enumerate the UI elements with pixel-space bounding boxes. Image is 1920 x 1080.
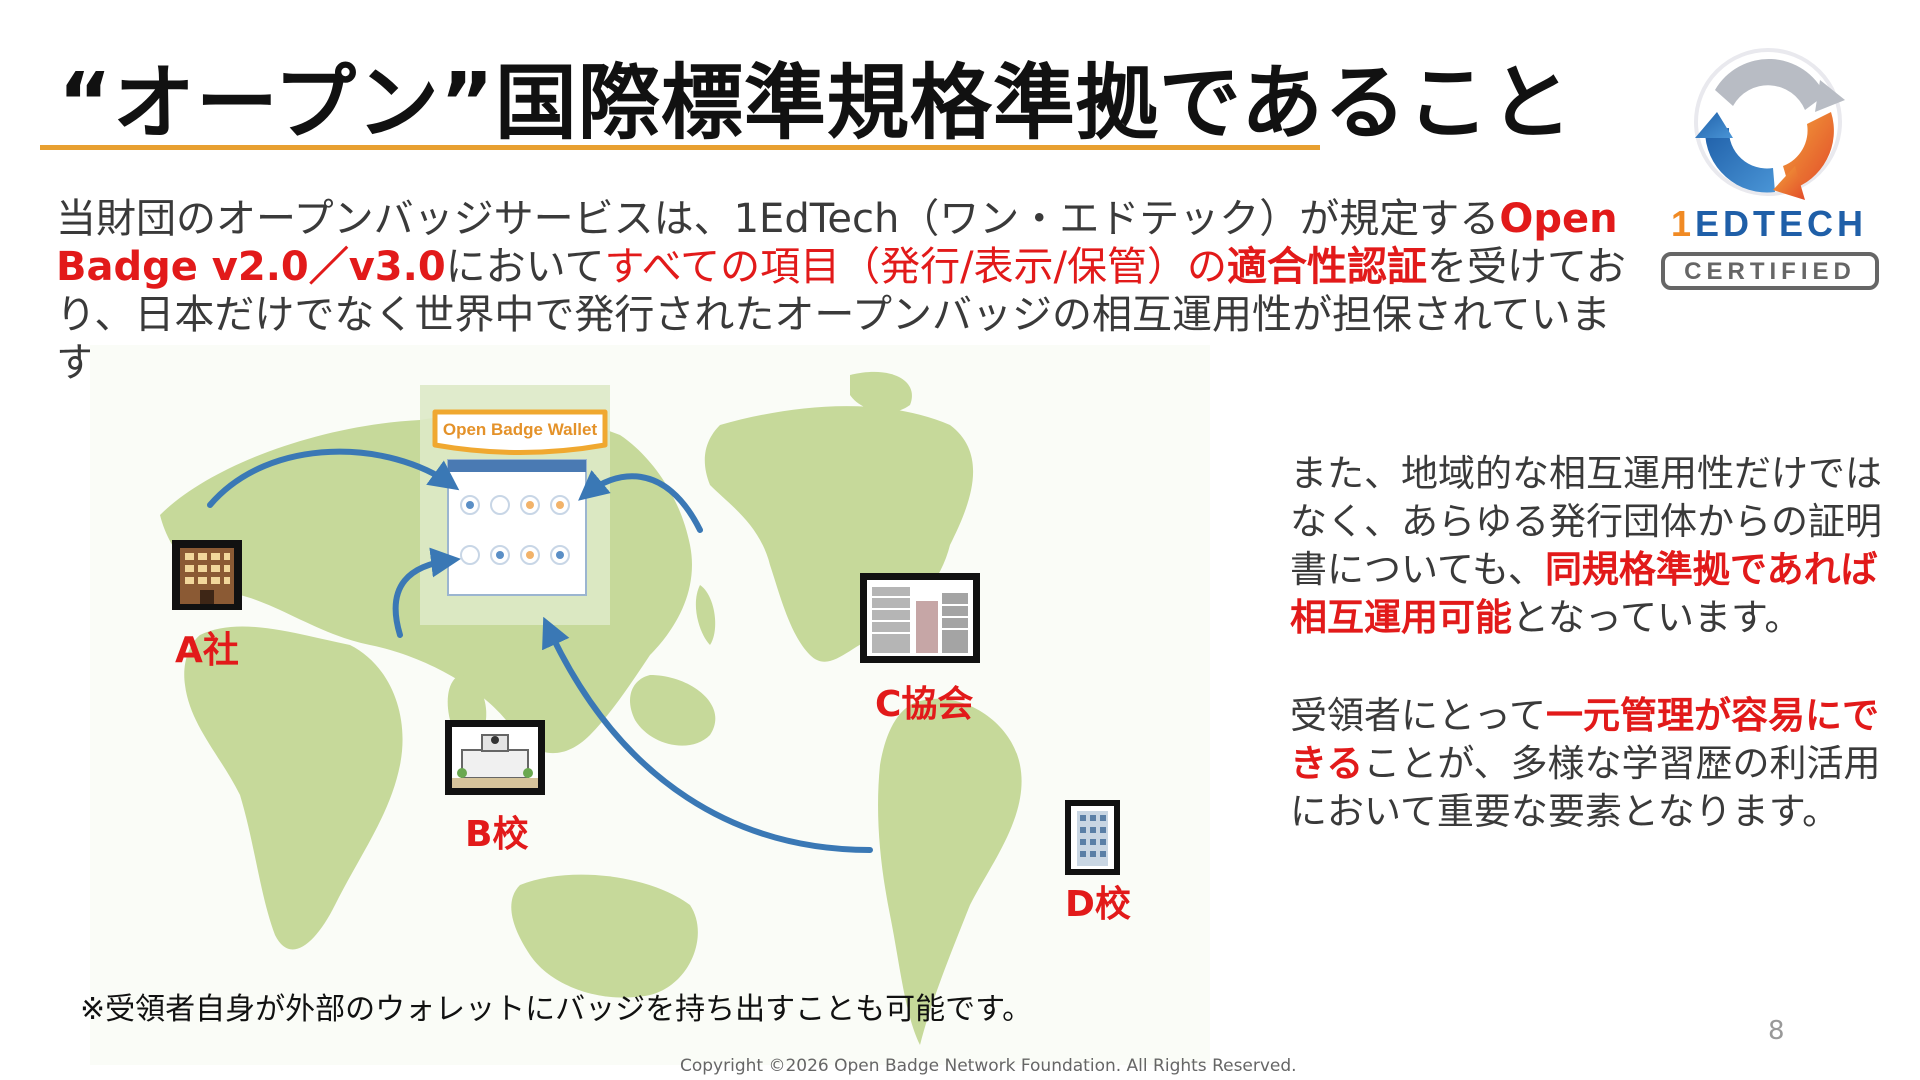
copyright-footer: Copyright ©2026 Open Badge Network Found… [680,1056,1297,1076]
page-number: 8 [1768,1016,1785,1046]
intro-paragraph: 当財団のオープンバッジサービスは、1EdTech（ワン・エドテック）が規定するO… [56,195,1646,387]
arrow-b-to-wallet [392,547,461,638]
slide-title: “オープン”国際標準規格準拠であること [58,56,1574,151]
tower-building-icon [1065,800,1120,875]
school-icon [445,720,545,795]
side-emphasis-2: 一元管理が容易にできる [1290,694,1880,785]
logo-name-2: EDTECH [1695,203,1867,244]
side-paragraph-2: 受領者にとって一元管理が容易にできることが、多様な学習歴の利活用において重要な要… [1290,692,1910,836]
map-footnote: ※受領者自身が外部のウォレットにバッジを持ち出すことも可能です。 [80,992,1033,1027]
city-buildings-icon [860,573,980,663]
node-label-c: C協会 [875,684,974,725]
world-map-panel: Open Badge Wallet [90,345,1210,1065]
svg-text:1EDTECH: 1EDTECH [1671,203,1867,244]
intro-text-3: を受けており、日本だけでなく世界中で発行されたオープンバッジの相互運用性が担保さ… [56,244,1626,386]
wallet-label: Open Badge Wallet [443,420,598,439]
intro-emphasis-certification: 適合性認証 [1227,244,1428,290]
arrow-c-to-wallet [578,470,703,533]
title-underline [40,145,1320,150]
side-emphasis-1: 同規格準拠であれば相互運用可能 [1290,548,1878,639]
logo-certified-text: CERTIFIED [1684,258,1856,285]
certification-logo-icon: 1EDTECH CERTIFIED [1661,48,1879,290]
indochina-shape [630,675,716,746]
arrow-a-to-wallet [207,448,460,508]
intro-emphasis-scope: すべての項目（発行/表示/保管）の [604,244,1228,290]
japan-shape [695,585,716,645]
side-text-4: ことが、多様な学習歴の利活用において重要な要素となります。 [1290,742,1881,833]
wallet-screen-icon: Open Badge Wallet [420,385,610,625]
intro-text-2: において [445,244,605,290]
intro-emphasis-standard: Open Badge v2.0／v3.0 [56,196,1618,290]
africa-shape [184,626,403,950]
side-paragraph-1: また、地域的な相互運用性だけではなく、あらゆる発行団体からの証明書についても、同… [1290,450,1910,642]
node-label-b: B校 [465,814,529,855]
node-label-d: D校 [1065,884,1131,925]
side-text-2: となっています。 [1512,596,1802,639]
node-label-a: A社 [175,630,239,671]
arrow-d-to-wallet [542,616,873,853]
office-building-icon [172,540,242,610]
south-america-shape [878,698,1022,1045]
world-map-illustration: Open Badge Wallet [160,371,1120,1045]
side-text-3: 受領者にとって [1290,694,1547,737]
side-text-1: また、地域的な相互運用性だけではなく、あらゆる発行団体からの証明書についても、 [1290,452,1882,591]
logo-name-1: 1 [1671,203,1695,244]
connection-arrows [207,448,873,853]
greenland-shape [850,371,912,413]
australia-shape [511,874,698,998]
intro-text-1: 当財団のオープンバッジサービスは、1EdTech（ワン・エドテック）が規定する [56,196,1500,242]
